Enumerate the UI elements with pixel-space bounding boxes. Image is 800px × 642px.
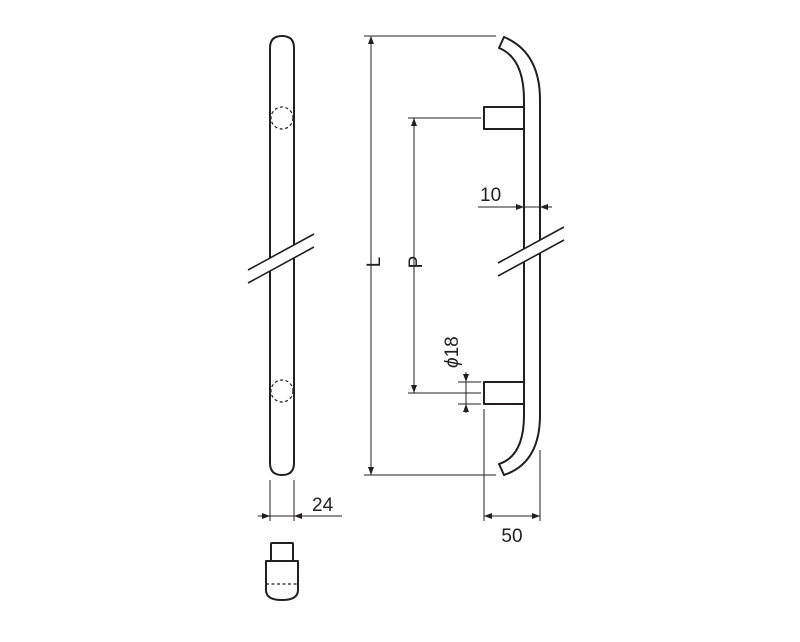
- fixing-bolt-detail: [265, 542, 299, 601]
- dimension-label-50: 50: [501, 526, 522, 547]
- dimension-length: L: [364, 35, 496, 476]
- mounting-post-top: [483, 106, 525, 130]
- bolt-head: [270, 542, 294, 562]
- handle-bar-side: [498, 36, 541, 476]
- dimension-bar-diameter: ϕ18: [442, 336, 481, 413]
- front-view: 24: [247, 35, 342, 601]
- dimension-label-24: 24: [312, 495, 334, 516]
- mounting-post-bottom: [483, 381, 525, 405]
- side-view: L P ϕ18 10: [364, 35, 565, 547]
- diameter-value: 18: [442, 336, 463, 357]
- dimension-pitch: P: [406, 117, 481, 394]
- mounting-post-hidden-top: [270, 106, 294, 130]
- diameter-symbol: ϕ: [442, 357, 463, 368]
- dimension-label-L: L: [364, 257, 385, 268]
- break-symbol-front: [247, 233, 315, 284]
- break-symbol-side: [497, 226, 565, 277]
- dimension-post-width: 10: [478, 185, 552, 210]
- mounting-post-hidden-bottom: [270, 379, 294, 403]
- dimension-label-diameter: ϕ18: [442, 336, 463, 368]
- bolt-body: [265, 560, 299, 601]
- dimension-label-10: 10: [480, 185, 501, 206]
- dimension-front-width: 24: [258, 480, 342, 521]
- dimension-projection: 50: [483, 409, 541, 547]
- dimension-label-P: P: [406, 256, 427, 269]
